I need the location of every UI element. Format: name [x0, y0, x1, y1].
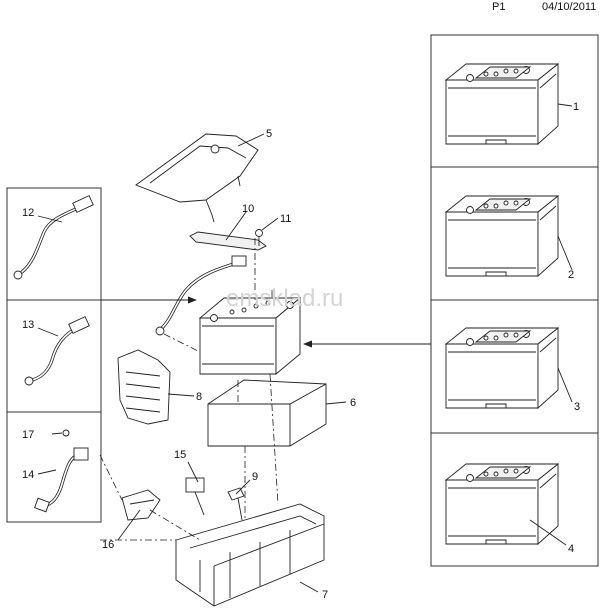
bolt-11: [255, 229, 263, 246]
battery-variant-2: [445, 195, 559, 277]
cable-14: [34, 429, 89, 513]
callout-10: 10: [242, 203, 254, 215]
battery-tray-7: [175, 503, 325, 607]
main-battery: [198, 297, 302, 375]
callout-17: 17: [22, 429, 34, 441]
terminal-block-16: [121, 489, 161, 521]
page-date: 04/10/2011: [542, 1, 597, 13]
cable-13: [24, 316, 90, 386]
callout-5: 5: [266, 128, 272, 140]
battery-cover-5: [135, 133, 259, 203]
battery-variant-4: [445, 463, 559, 545]
sensor-15: [185, 477, 205, 516]
callout-11: 11: [280, 213, 291, 225]
battery-variant-box-4: [430, 432, 599, 567]
callout-4: 4: [568, 543, 574, 555]
heat-shield-8: [117, 349, 171, 425]
callout-13: 13: [22, 319, 34, 331]
battery-variant-3: [445, 327, 559, 409]
battery-variant-1: [445, 63, 559, 145]
cable-box-14: [6, 411, 102, 523]
callout-15: 15: [174, 449, 186, 461]
callout-8: 8: [196, 391, 202, 403]
callout-16: 16: [102, 539, 114, 551]
watermark: emsklad.ru: [226, 285, 343, 312]
page-label: P1: [492, 1, 506, 13]
callout-12: 12: [22, 207, 34, 219]
cable-12: [13, 195, 94, 280]
callout-14: 14: [22, 469, 34, 481]
callout-9: 9: [252, 471, 258, 483]
callout-7: 7: [322, 589, 328, 601]
callout-2: 2: [568, 269, 574, 281]
hold-down-clamp-10: [189, 231, 267, 251]
bolt-9: [227, 487, 245, 521]
callout-1: 1: [573, 101, 579, 113]
callout-3: 3: [574, 401, 580, 413]
tray-liner-6: [207, 383, 327, 447]
callout-6: 6: [350, 397, 356, 409]
